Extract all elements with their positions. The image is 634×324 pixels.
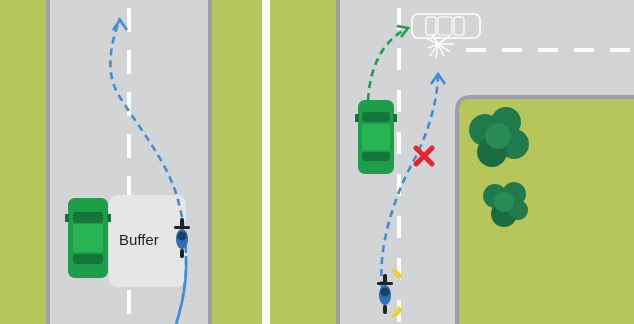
road-edge-left	[46, 0, 50, 324]
car-top-view-icon	[355, 100, 397, 174]
road-edge-right	[208, 0, 212, 324]
buffer-zone-panel: Buffer	[0, 0, 262, 324]
turning-car-panel	[270, 0, 634, 324]
buffer-scene	[0, 0, 262, 324]
buffer-label: Buffer	[119, 232, 159, 249]
road-edge-left	[336, 0, 340, 324]
grass-left	[270, 0, 336, 324]
car-top-view-icon	[65, 198, 111, 278]
junction-scene	[270, 0, 634, 324]
